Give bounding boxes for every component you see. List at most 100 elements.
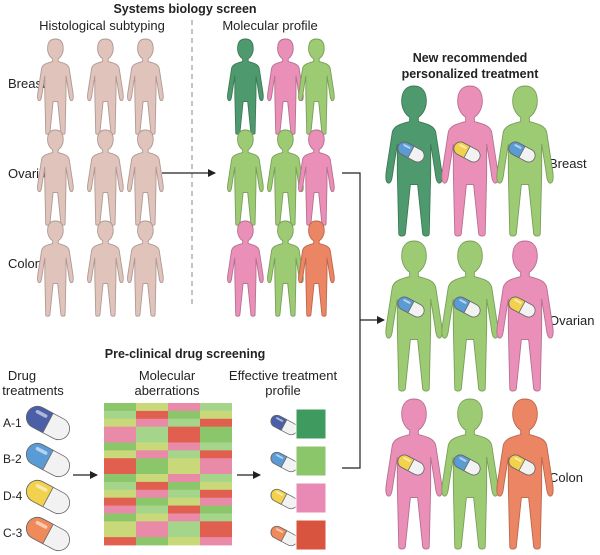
heatmap-cell	[104, 481, 136, 491]
heatmap-cell	[104, 513, 136, 522]
heatmap-cell	[136, 458, 168, 467]
histo-figure-r3-c1	[37, 220, 74, 317]
heatmap-cell	[136, 537, 168, 546]
effective-pill-3	[270, 488, 298, 510]
molecular-figure-r1-c3	[298, 38, 335, 135]
heatmap-cell	[200, 474, 232, 483]
histo-figure-r1-c2	[87, 38, 124, 135]
heatmap-cell	[104, 537, 136, 546]
treatment-label-ovarian: Ovarian	[549, 313, 595, 328]
drug-label-line1: Drug	[8, 368, 36, 383]
heatmap-cell	[104, 497, 136, 506]
drug-label-line2: treatments	[2, 383, 64, 398]
effective-pill-1	[270, 414, 298, 436]
heatmap-cell	[104, 474, 136, 483]
histo-figure-r3-c3	[127, 220, 164, 317]
heatmap-cell	[200, 497, 232, 506]
molecular-figure-r3-c1	[227, 220, 264, 317]
effective-label-line2: profile	[265, 383, 300, 398]
treatment-pill-r2-c3	[508, 296, 536, 318]
row-label-breast: Breast	[8, 76, 46, 91]
effective-label-line1: Effective treatment	[229, 368, 338, 383]
heatmap-cell	[200, 529, 232, 538]
heatmap-cell	[168, 497, 200, 506]
aberrations-label-line1: Molecular	[139, 368, 196, 383]
heatmap-cell	[104, 418, 136, 428]
histological-label: Histological subtyping	[39, 18, 165, 33]
heatmap-cell	[200, 521, 232, 530]
heatmap-cell	[136, 529, 168, 538]
heatmap-cell	[168, 489, 200, 499]
heatmap-cell	[136, 505, 168, 514]
heatmap-cell	[104, 505, 136, 514]
heatmap-cell	[104, 403, 136, 412]
heatmap-cell	[200, 450, 232, 459]
heatmap-cell	[136, 497, 168, 506]
heatmap-cell	[168, 410, 200, 420]
treatment-pill-r3-c2	[453, 454, 481, 476]
effective-pill-4	[270, 525, 298, 547]
effective-profile-square	[295, 445, 327, 477]
molecular-figure-r3-c2	[267, 220, 304, 317]
treatment-title-line2: personalized treatment	[402, 67, 540, 81]
treatment-pill-r1-c3	[508, 141, 536, 163]
effective-profile-square	[295, 408, 327, 440]
treatment-pill-r3-c3	[508, 454, 536, 476]
heatmap-cell	[200, 505, 232, 514]
heatmap-cell	[200, 489, 232, 499]
treatment-label-colon: Colon	[549, 470, 583, 485]
molecular-label: Molecular profile	[222, 18, 317, 33]
heatmap-cell	[200, 442, 232, 451]
treatment-title-line1: New recommended	[413, 51, 528, 65]
drug-code-3: D-4	[3, 489, 23, 503]
treatment-pill-r1-c1	[397, 141, 425, 163]
drug-code-4: C-3	[3, 526, 23, 540]
heatmap-cell	[168, 513, 200, 522]
treatment-pill-r2-c1	[397, 296, 425, 318]
heatmap-cell	[200, 466, 232, 475]
heatmap-cell	[200, 403, 232, 412]
heatmap-cell	[200, 418, 232, 428]
heatmap-cell	[104, 489, 136, 499]
heatmap-cell	[104, 426, 136, 435]
drug-code-1: A-1	[3, 416, 22, 430]
heatmap-cell	[168, 481, 200, 491]
heatmap-cell	[168, 434, 200, 443]
histo-figure-r2-c3	[127, 129, 164, 226]
molecular-figure-r2-c1	[227, 129, 264, 226]
heatmap-cell	[168, 466, 200, 475]
molecular-figure-r3-c3	[298, 220, 335, 317]
heatmap-cell	[104, 410, 136, 420]
molecular-figure-r2-c2	[267, 129, 304, 226]
preclinical-title: Pre-clinical drug screening	[105, 347, 265, 361]
heatmap-cell	[136, 434, 168, 443]
heatmap-cell	[136, 466, 168, 475]
heatmap-cell	[104, 450, 136, 459]
heatmap-cell	[168, 521, 200, 530]
aberrations-label-line2: aberrations	[134, 383, 200, 398]
heatmap-cell	[136, 442, 168, 451]
heatmap-cell	[104, 521, 136, 530]
heatmap-cell	[200, 410, 232, 420]
drug-pill-b-2	[26, 442, 70, 478]
molecular-figure-r1-c2	[267, 38, 304, 135]
treatment-pill-r2-c2	[453, 296, 481, 318]
heatmap-cell	[200, 426, 232, 435]
effective-profile-square	[295, 519, 327, 551]
histo-figure-r2-c2	[87, 129, 124, 226]
heatmap-cell	[104, 466, 136, 475]
histo-figure-r3-c2	[87, 220, 124, 317]
drug-pill-a-1	[26, 405, 70, 441]
row-label-colon: Colon	[8, 256, 42, 271]
heatmap-cell	[104, 442, 136, 451]
heatmap-cell	[200, 537, 232, 546]
systems-screen-title: Systems biology screen	[113, 2, 256, 16]
heatmap-cell	[168, 418, 200, 428]
histo-figure-r2-c1	[37, 129, 74, 226]
heatmap-cell	[136, 521, 168, 530]
heatmap-cell	[136, 426, 168, 435]
heatmap-cell	[168, 426, 200, 435]
drug-pill-c-3	[26, 516, 70, 552]
